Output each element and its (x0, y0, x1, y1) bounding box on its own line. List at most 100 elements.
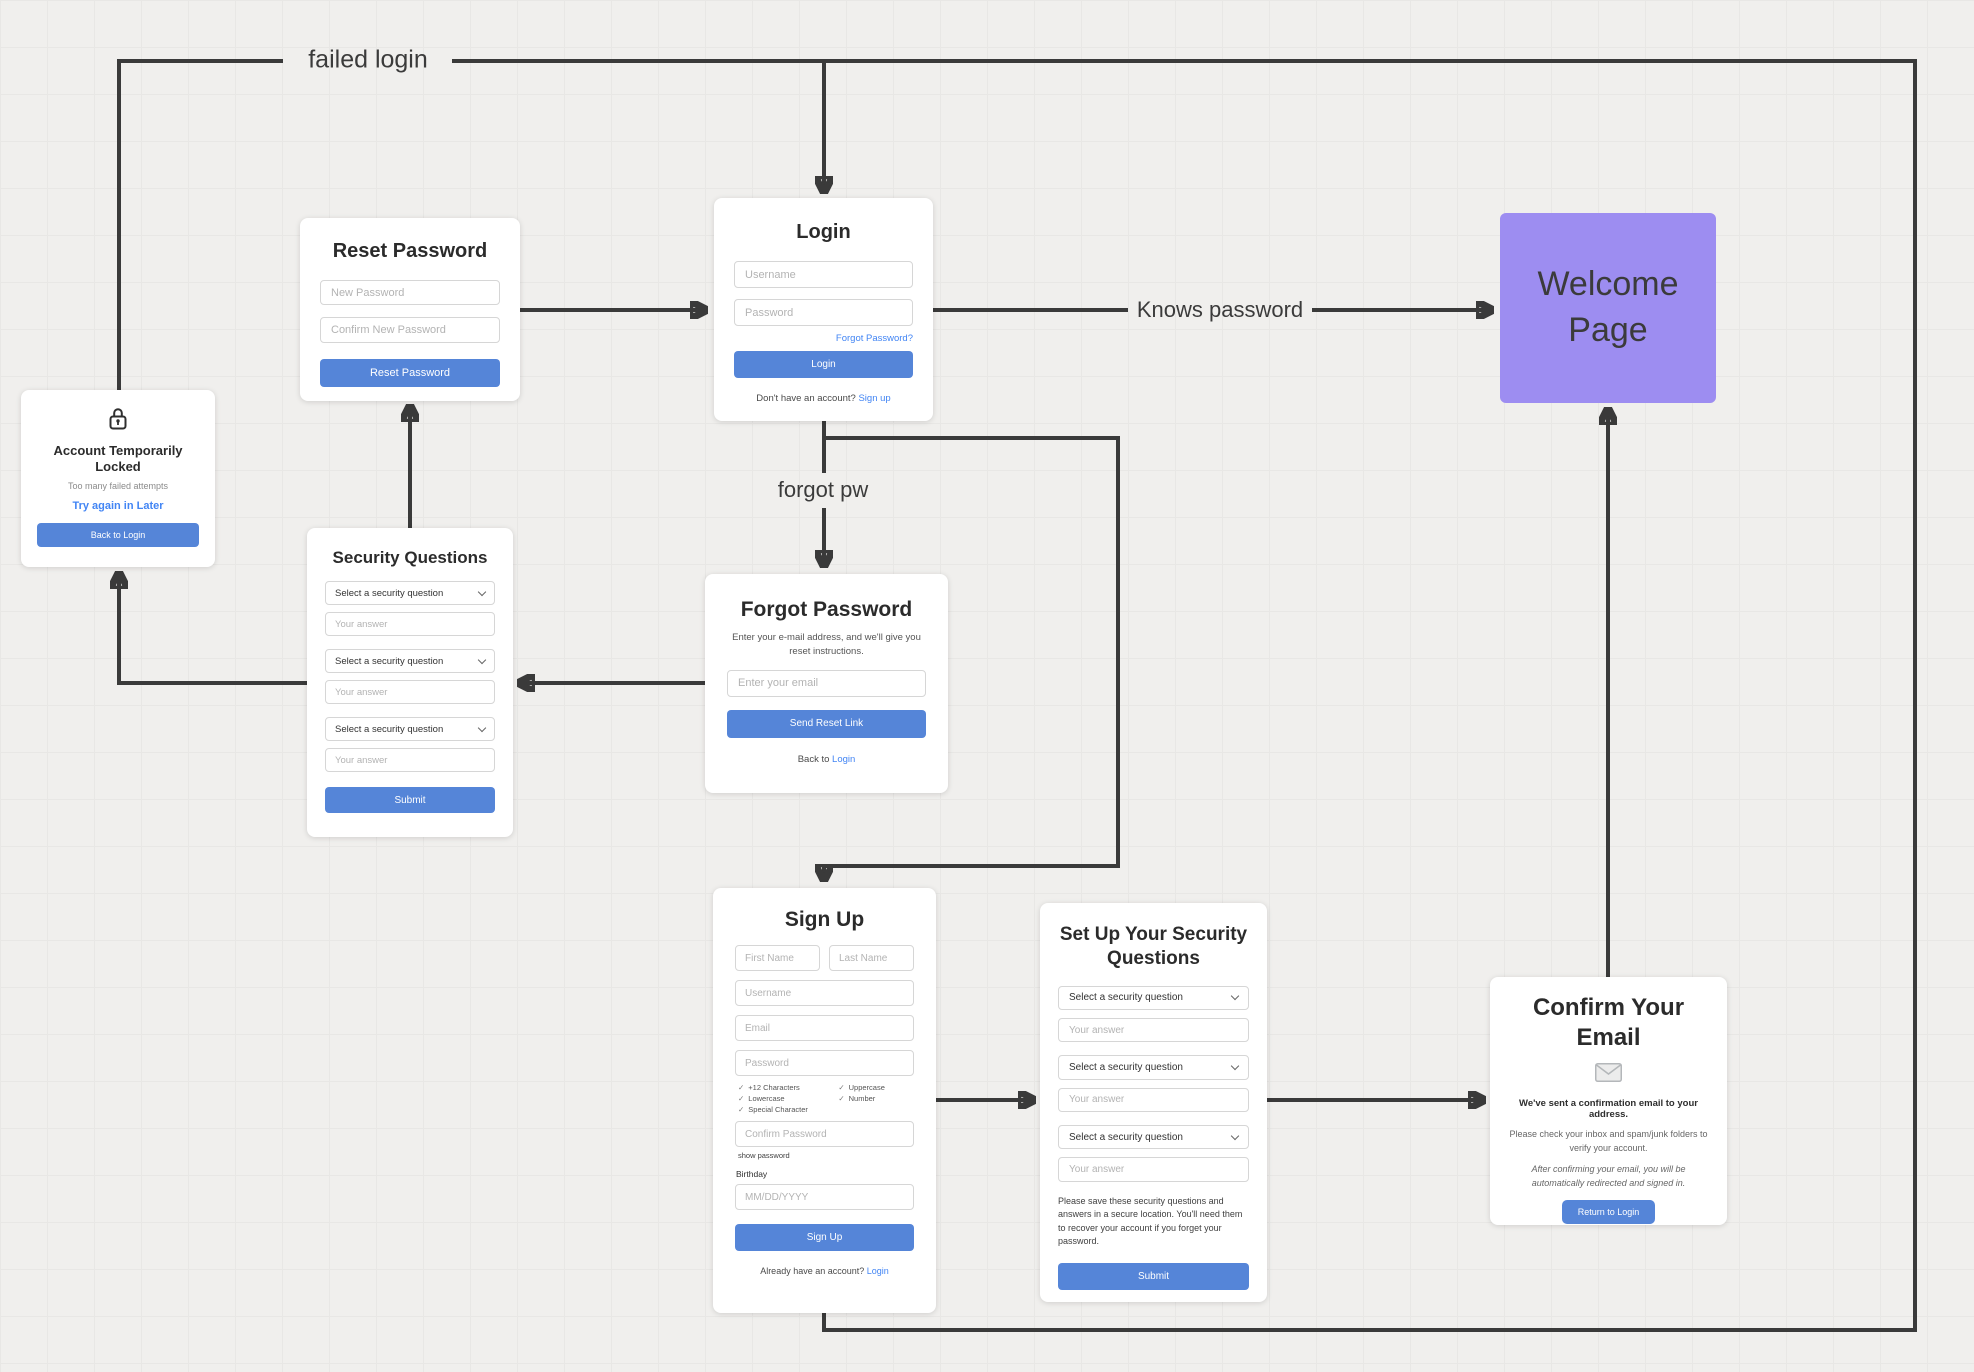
username-input[interactable] (734, 261, 913, 288)
security-question-select-value: Select a security question (335, 587, 444, 599)
reset-password-card[interactable]: Reset Password Reset Password (300, 218, 520, 401)
setup-answer-input-2[interactable] (1058, 1087, 1249, 1112)
security-questions-submit-button[interactable]: Submit (325, 787, 495, 813)
last-name-input[interactable] (829, 945, 914, 971)
confirm-email-bold-text: We've sent a confirmation email to your … (1519, 1098, 1698, 1120)
chevron-down-icon (1230, 1131, 1240, 1140)
setup-question-select-2[interactable]: Select a security question (1058, 1055, 1249, 1080)
password-requirements: ✓ +12 Characters ✓ Lowercase ✓ Special C… (735, 1082, 914, 1115)
signup-password-input[interactable] (735, 1050, 914, 1076)
chevron-down-icon (477, 723, 487, 732)
setup-answer-input-1[interactable] (1058, 1017, 1249, 1043)
requirement-item: ✓ +12 Characters (738, 1082, 838, 1093)
edge-label-knows-password: Knows password (1136, 297, 1304, 322)
signup-email-input[interactable] (735, 1015, 914, 1041)
requirement-label: Uppercase (848, 1083, 885, 1092)
connector-login-to-signup (824, 436, 1120, 880)
forgot-password-title: Forgot Password (740, 598, 913, 621)
forgot-password-card[interactable]: Forgot Password Enter your e-mail addres… (705, 574, 948, 793)
setup-security-submit-button[interactable]: Submit (1058, 1262, 1249, 1290)
check-icon: ✓ (738, 1094, 745, 1103)
signup-username-input[interactable] (735, 980, 914, 1006)
send-reset-link-button[interactable]: Send Reset Link (727, 709, 926, 738)
login-footer-text: Don't have an account? (756, 393, 856, 404)
reset-password-button[interactable]: Reset Password (320, 358, 500, 387)
security-question-select-3[interactable]: Select a security question (325, 717, 495, 741)
confirm-email-italic-text: After confirming your email, you will be… (1531, 1164, 1686, 1188)
confirm-email-card[interactable]: Confirm Your Email We've sent a confirma… (1490, 977, 1727, 1225)
confirm-new-password-input[interactable] (320, 317, 500, 343)
envelope-icon (1595, 1063, 1622, 1087)
security-question-select-value: Select a security question (335, 723, 444, 735)
security-question-select-value: Select a security question (335, 655, 444, 667)
confirm-email-body-text: Please check your inbox and spam/junk fo… (1509, 1129, 1708, 1153)
first-name-input[interactable] (735, 945, 820, 971)
setup-question-select-1[interactable]: Select a security question (1058, 985, 1249, 1010)
security-question-select-1[interactable]: Select a security question (325, 581, 495, 605)
requirement-item: ✓ Number (838, 1093, 914, 1104)
requirements-column-right: ✓ Uppercase ✓ Number (838, 1082, 914, 1115)
edge-label-forgot-pw: forgot pw (777, 477, 869, 502)
back-to-login-link[interactable]: Login (832, 753, 856, 765)
account-locked-card[interactable]: Account Temporarily Locked Too many fail… (21, 390, 215, 567)
signup-confirm-password-input[interactable] (735, 1121, 914, 1147)
forgot-password-description: Enter your e-mail address, and we'll giv… (732, 632, 921, 657)
chevron-down-icon (1230, 991, 1240, 1001)
login-footer: Don't have an account? Sign up (734, 393, 913, 404)
login-card[interactable]: Login Forgot Password? Login Don't have … (714, 198, 933, 421)
sign-up-card[interactable]: Sign Up ✓ +12 Characters ✓ Lowercase ✓ S… (713, 888, 936, 1313)
sign-up-footer-text: Already have an account? (760, 1266, 865, 1276)
chevron-down-icon (1230, 1061, 1240, 1071)
reset-password-title: Reset Password (332, 240, 488, 262)
account-locked-title: Account Temporarily Locked (53, 443, 183, 475)
check-icon: ✓ (738, 1083, 745, 1092)
login-button[interactable]: Login (734, 351, 913, 378)
setup-security-note: Please save these security questions and… (1058, 1195, 1243, 1247)
welcome-page-title: Welcome Page (1537, 265, 1679, 349)
try-again-link[interactable]: Try again in Later (72, 499, 164, 512)
setup-question-select-value: Select a security question (1069, 1061, 1183, 1073)
chevron-down-icon (477, 655, 487, 664)
login-title: Login (796, 221, 851, 243)
setup-answer-input-3[interactable] (1058, 1157, 1249, 1182)
requirement-item: ✓ Lowercase (738, 1093, 838, 1104)
back-to-login-button[interactable]: Back to Login (37, 522, 199, 547)
requirement-item: ✓ Special Character (738, 1104, 838, 1115)
setup-question-select-value: Select a security question (1069, 1131, 1183, 1143)
forgot-password-link[interactable]: Forgot Password? (835, 333, 913, 344)
sign-up-footer: Already have an account? Login (735, 1266, 914, 1276)
chevron-down-icon (477, 587, 487, 596)
setup-security-card[interactable]: Set Up Your Security Questions Select a … (1040, 903, 1267, 1302)
confirm-email-title: Confirm Your Email (1532, 994, 1685, 1051)
requirement-label: Lowercase (748, 1094, 785, 1103)
security-answer-input-1[interactable] (325, 612, 495, 636)
security-question-select-2[interactable]: Select a security question (325, 649, 495, 673)
welcome-page-node[interactable]: Welcome Page (1500, 213, 1716, 403)
birthday-label: Birthday (736, 1169, 768, 1179)
setup-security-title: Set Up Your Security Questions (1059, 924, 1248, 969)
setup-question-select-3[interactable]: Select a security question (1058, 1125, 1249, 1150)
email-input[interactable] (727, 669, 926, 697)
connector-top-loop (452, 59, 1917, 1332)
birthday-input[interactable] (735, 1184, 914, 1210)
security-answer-input-3[interactable] (325, 748, 495, 772)
account-locked-subtitle: Too many failed attempts (67, 480, 169, 491)
requirements-column-left: ✓ +12 Characters ✓ Lowercase ✓ Special C… (738, 1082, 838, 1115)
connector-locked-to-top (117, 59, 283, 390)
requirement-label: Number (848, 1094, 876, 1103)
name-row (735, 945, 914, 971)
login-link[interactable]: Login (866, 1266, 889, 1276)
sign-up-link[interactable]: Sign up (858, 393, 891, 404)
security-answer-input-2[interactable] (325, 680, 495, 704)
return-to-login-button[interactable]: Return to Login (1561, 1200, 1656, 1224)
check-icon: ✓ (838, 1083, 845, 1092)
new-password-input[interactable] (320, 280, 500, 306)
sign-up-button[interactable]: Sign Up (735, 1224, 914, 1251)
security-questions-card[interactable]: Security Questions Select a security que… (307, 528, 513, 837)
show-password-toggle[interactable]: show password (738, 1151, 790, 1160)
password-input[interactable] (734, 299, 913, 326)
check-icon: ✓ (838, 1094, 845, 1103)
edge-label-failed-login: failed login (308, 45, 428, 74)
